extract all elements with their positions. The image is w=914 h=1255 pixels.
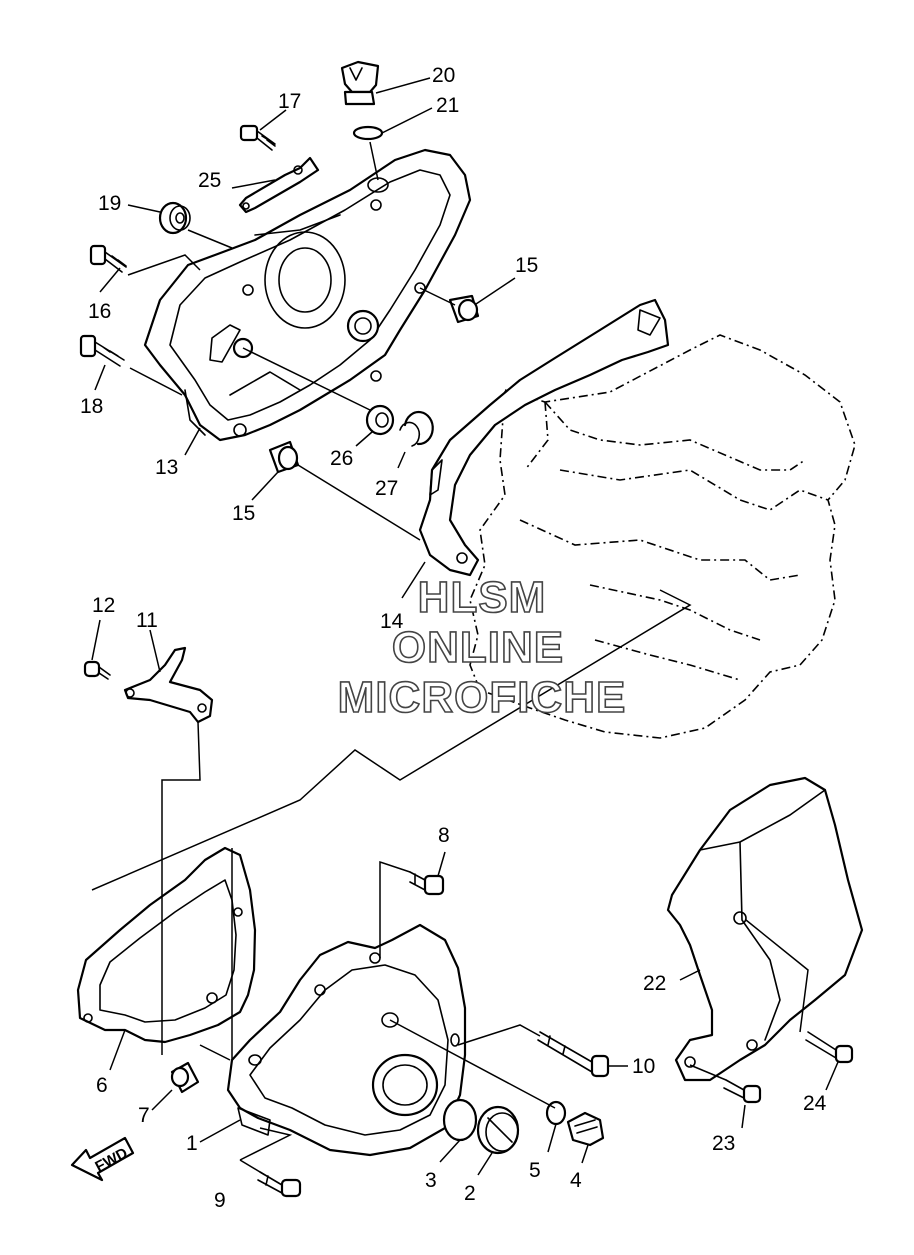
guide-11[interactable] (123, 646, 214, 724)
bolt-23[interactable] (723, 1079, 762, 1104)
screw-8[interactable] (409, 871, 445, 896)
callout-8: 8 (438, 824, 450, 847)
callout-13: 13 (155, 456, 178, 479)
screw-12[interactable] (83, 660, 111, 680)
callout-23: 23 (712, 1132, 735, 1155)
callout-6: 6 (96, 1074, 108, 1097)
leader-lines (91, 77, 839, 1176)
oil-filler-plug[interactable] (340, 60, 380, 106)
callout-4: 4 (570, 1169, 582, 1192)
callout-7: 7 (138, 1104, 150, 1127)
callout-24: 24 (803, 1092, 827, 1115)
crankcase-cover-gasket[interactable] (418, 298, 670, 577)
callout-21: 21 (436, 94, 459, 117)
bolt-17[interactable] (239, 124, 276, 151)
callout-26: 26 (330, 447, 353, 470)
callout-27: 27 (375, 477, 398, 500)
callout-1: 1 (186, 1132, 198, 1155)
watermark-line-1: HLSM (418, 573, 547, 622)
callout-15b: 15 (232, 502, 255, 525)
plug-4[interactable] (566, 1111, 605, 1147)
watermark-line-2: ONLINE (392, 623, 564, 672)
callout-5: 5 (529, 1159, 541, 1182)
sprocket-cover-22[interactable] (666, 776, 864, 1082)
dowel-pin-7[interactable] (170, 1061, 200, 1094)
bolt-24[interactable] (805, 1031, 854, 1064)
callout-20: 20 (432, 64, 455, 87)
watermark-line-3: MICROFICHE (338, 673, 627, 722)
callout-16: 16 (88, 300, 111, 323)
watermark: HLSM ONLINE MICROFICHE (337, 572, 627, 723)
o-ring-3[interactable] (442, 1098, 478, 1142)
callout-17: 17 (278, 90, 301, 113)
callout-15a: 15 (515, 254, 538, 277)
plate-25[interactable] (238, 156, 320, 214)
callout-11: 11 (136, 609, 158, 632)
bolt-9[interactable] (257, 1171, 302, 1198)
callout-labels: 1 2 3 4 5 6 7 8 9 10 11 12 13 14 15 15 1… (80, 64, 827, 1212)
callout-12: 12 (92, 594, 115, 617)
o-ring-21[interactable] (352, 125, 384, 141)
callout-18: 18 (80, 395, 103, 418)
callout-25: 25 (198, 169, 221, 192)
callout-10: 10 (632, 1055, 655, 1078)
oil-seal-26[interactable] (365, 404, 395, 436)
callout-14: 14 (380, 610, 404, 633)
upper-crankcase-cover[interactable] (143, 148, 472, 442)
callout-9: 9 (214, 1189, 226, 1212)
oil-seal-19[interactable] (158, 201, 191, 235)
callout-2: 2 (464, 1182, 476, 1205)
engine-outline (469, 334, 856, 739)
callout-19: 19 (98, 192, 121, 215)
bolt-10[interactable] (537, 1031, 610, 1078)
callout-22: 22 (643, 972, 666, 995)
bolt-16[interactable] (89, 244, 127, 273)
lower-cover-gasket[interactable] (76, 846, 257, 1044)
dowel-pin-15-lower[interactable] (268, 440, 300, 474)
circlip-27[interactable] (399, 410, 434, 447)
callout-3: 3 (425, 1169, 437, 1192)
bolt-18[interactable] (79, 334, 125, 367)
lower-crankcase-cover[interactable] (226, 923, 467, 1157)
cap-2[interactable] (476, 1105, 520, 1155)
fwd-arrow: FWD (70, 1136, 135, 1182)
dowel-pin-15-upper[interactable] (448, 294, 480, 324)
